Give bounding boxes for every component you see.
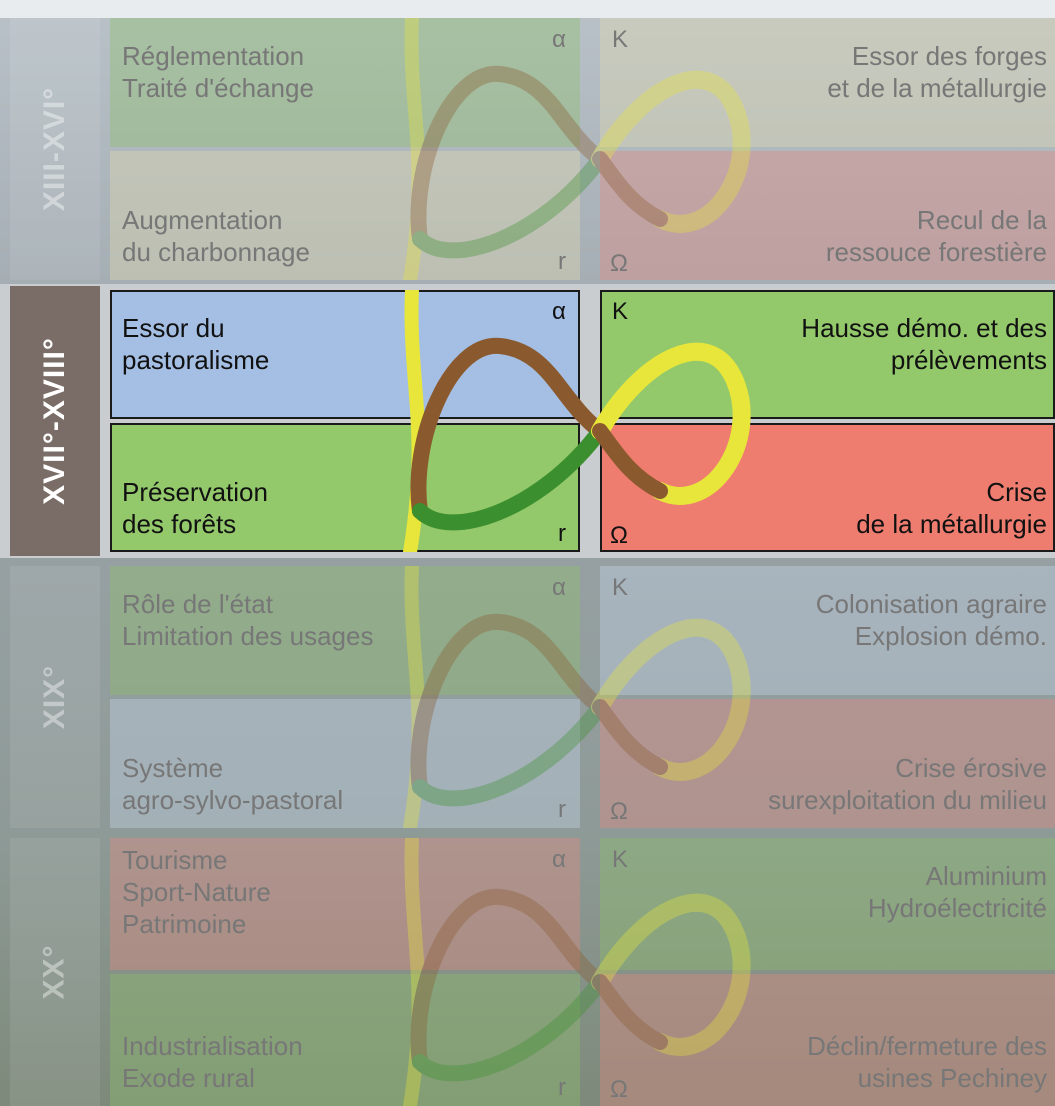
era-label-xiii-xvi: XIII-XVI° bbox=[10, 18, 100, 280]
cell-text-line: Réglementation bbox=[122, 41, 305, 71]
era-label-text: XX° bbox=[38, 944, 71, 1000]
cell-text-line: usines Pechiney bbox=[857, 1063, 1047, 1093]
symbol-r: r bbox=[558, 796, 566, 823]
cell-text-line: ressouce forestière bbox=[825, 237, 1047, 267]
cell-k bbox=[600, 566, 1055, 695]
cell-text-line: Déclin/fermeture des bbox=[807, 1031, 1047, 1061]
cell-text-line: Recul de la bbox=[916, 205, 1047, 235]
cell-r bbox=[110, 974, 580, 1106]
cell-text-line: pastoralisme bbox=[122, 345, 270, 375]
cell-text-line: de la métallurgie bbox=[856, 509, 1047, 539]
cell-text-line: Sport-Nature bbox=[122, 877, 271, 907]
cell-r bbox=[110, 151, 580, 280]
symbol-alpha: α bbox=[552, 574, 566, 601]
cell-alpha bbox=[110, 838, 580, 970]
cell-text-line: Rôle de l'état bbox=[122, 589, 273, 619]
era-label-text: XIX° bbox=[37, 664, 71, 730]
top-strip bbox=[0, 0, 1055, 18]
symbol-alpha: α bbox=[552, 298, 566, 325]
cell-text-line: Augmentation bbox=[122, 205, 283, 235]
cell-text-line: Patrimoine bbox=[122, 909, 247, 939]
cell-text-line: Explosion démo. bbox=[854, 621, 1047, 651]
symbol-r: r bbox=[558, 520, 566, 547]
symbol-alpha: α bbox=[552, 26, 566, 53]
cell-text-line: Limitation des usages bbox=[122, 621, 374, 651]
cell-text-line: Industrialisation bbox=[122, 1031, 303, 1061]
symbol-k: K bbox=[612, 574, 629, 601]
cell-k bbox=[600, 838, 1055, 970]
symbol-k: K bbox=[612, 298, 629, 325]
cell-text-line: Hydroélectricité bbox=[867, 893, 1047, 923]
symbol-omega: Ω bbox=[610, 250, 628, 277]
symbol-k: K bbox=[612, 26, 629, 53]
symbol-omega: Ω bbox=[610, 1076, 628, 1103]
cell-alpha bbox=[110, 566, 580, 695]
era-label-xix: XIX° bbox=[10, 566, 100, 828]
cell-text-line: surexploitation du milieu bbox=[768, 785, 1047, 815]
symbol-omega: Ω bbox=[610, 798, 628, 825]
cell-k bbox=[600, 18, 1055, 147]
cell-alpha bbox=[110, 18, 580, 147]
cell-text-line: et de la métallurgie bbox=[827, 73, 1047, 103]
era-label-xvii-xviii: XVII°-XVIII° bbox=[10, 286, 100, 556]
cell-text-line: agro-sylvo-pastoral bbox=[122, 785, 344, 815]
cell-text-line: Essor du bbox=[122, 313, 225, 343]
cell-text-line: Préservation bbox=[122, 477, 268, 507]
cell-omega bbox=[600, 974, 1055, 1106]
cell-text-line: Crise érosive bbox=[895, 753, 1047, 783]
cell-text-line: Système bbox=[122, 753, 224, 783]
era-label-text: XIII-XVI° bbox=[38, 86, 72, 212]
symbol-r: r bbox=[558, 248, 566, 275]
cell-text-line: Hausse démo. et des bbox=[801, 313, 1047, 343]
symbol-r: r bbox=[558, 1074, 566, 1101]
cell-text-line: Aluminium bbox=[925, 861, 1047, 891]
era-label-text: XVII°-XVIII° bbox=[38, 337, 72, 505]
cell-text-line: du charbonnage bbox=[122, 237, 310, 267]
cell-text-line: Colonisation agraire bbox=[815, 589, 1047, 619]
cell-text-line: Crise bbox=[986, 477, 1047, 507]
cell-text-line: Tourisme bbox=[122, 845, 228, 875]
cell-omega bbox=[600, 699, 1055, 828]
cell-text-line: des forêts bbox=[122, 509, 237, 539]
cell-text-line: Essor des forges bbox=[851, 41, 1047, 71]
era-label-xx: XX° bbox=[10, 838, 100, 1106]
cell-text-line: Traité d'échange bbox=[122, 73, 314, 103]
symbol-alpha: α bbox=[552, 846, 566, 873]
symbol-k: K bbox=[612, 846, 629, 873]
cell-text-line: prélèvements bbox=[890, 345, 1047, 375]
cell-r bbox=[110, 699, 580, 828]
cell-text-line: Exode rural bbox=[122, 1063, 255, 1093]
symbol-omega: Ω bbox=[610, 522, 628, 549]
cell-omega bbox=[600, 151, 1055, 280]
